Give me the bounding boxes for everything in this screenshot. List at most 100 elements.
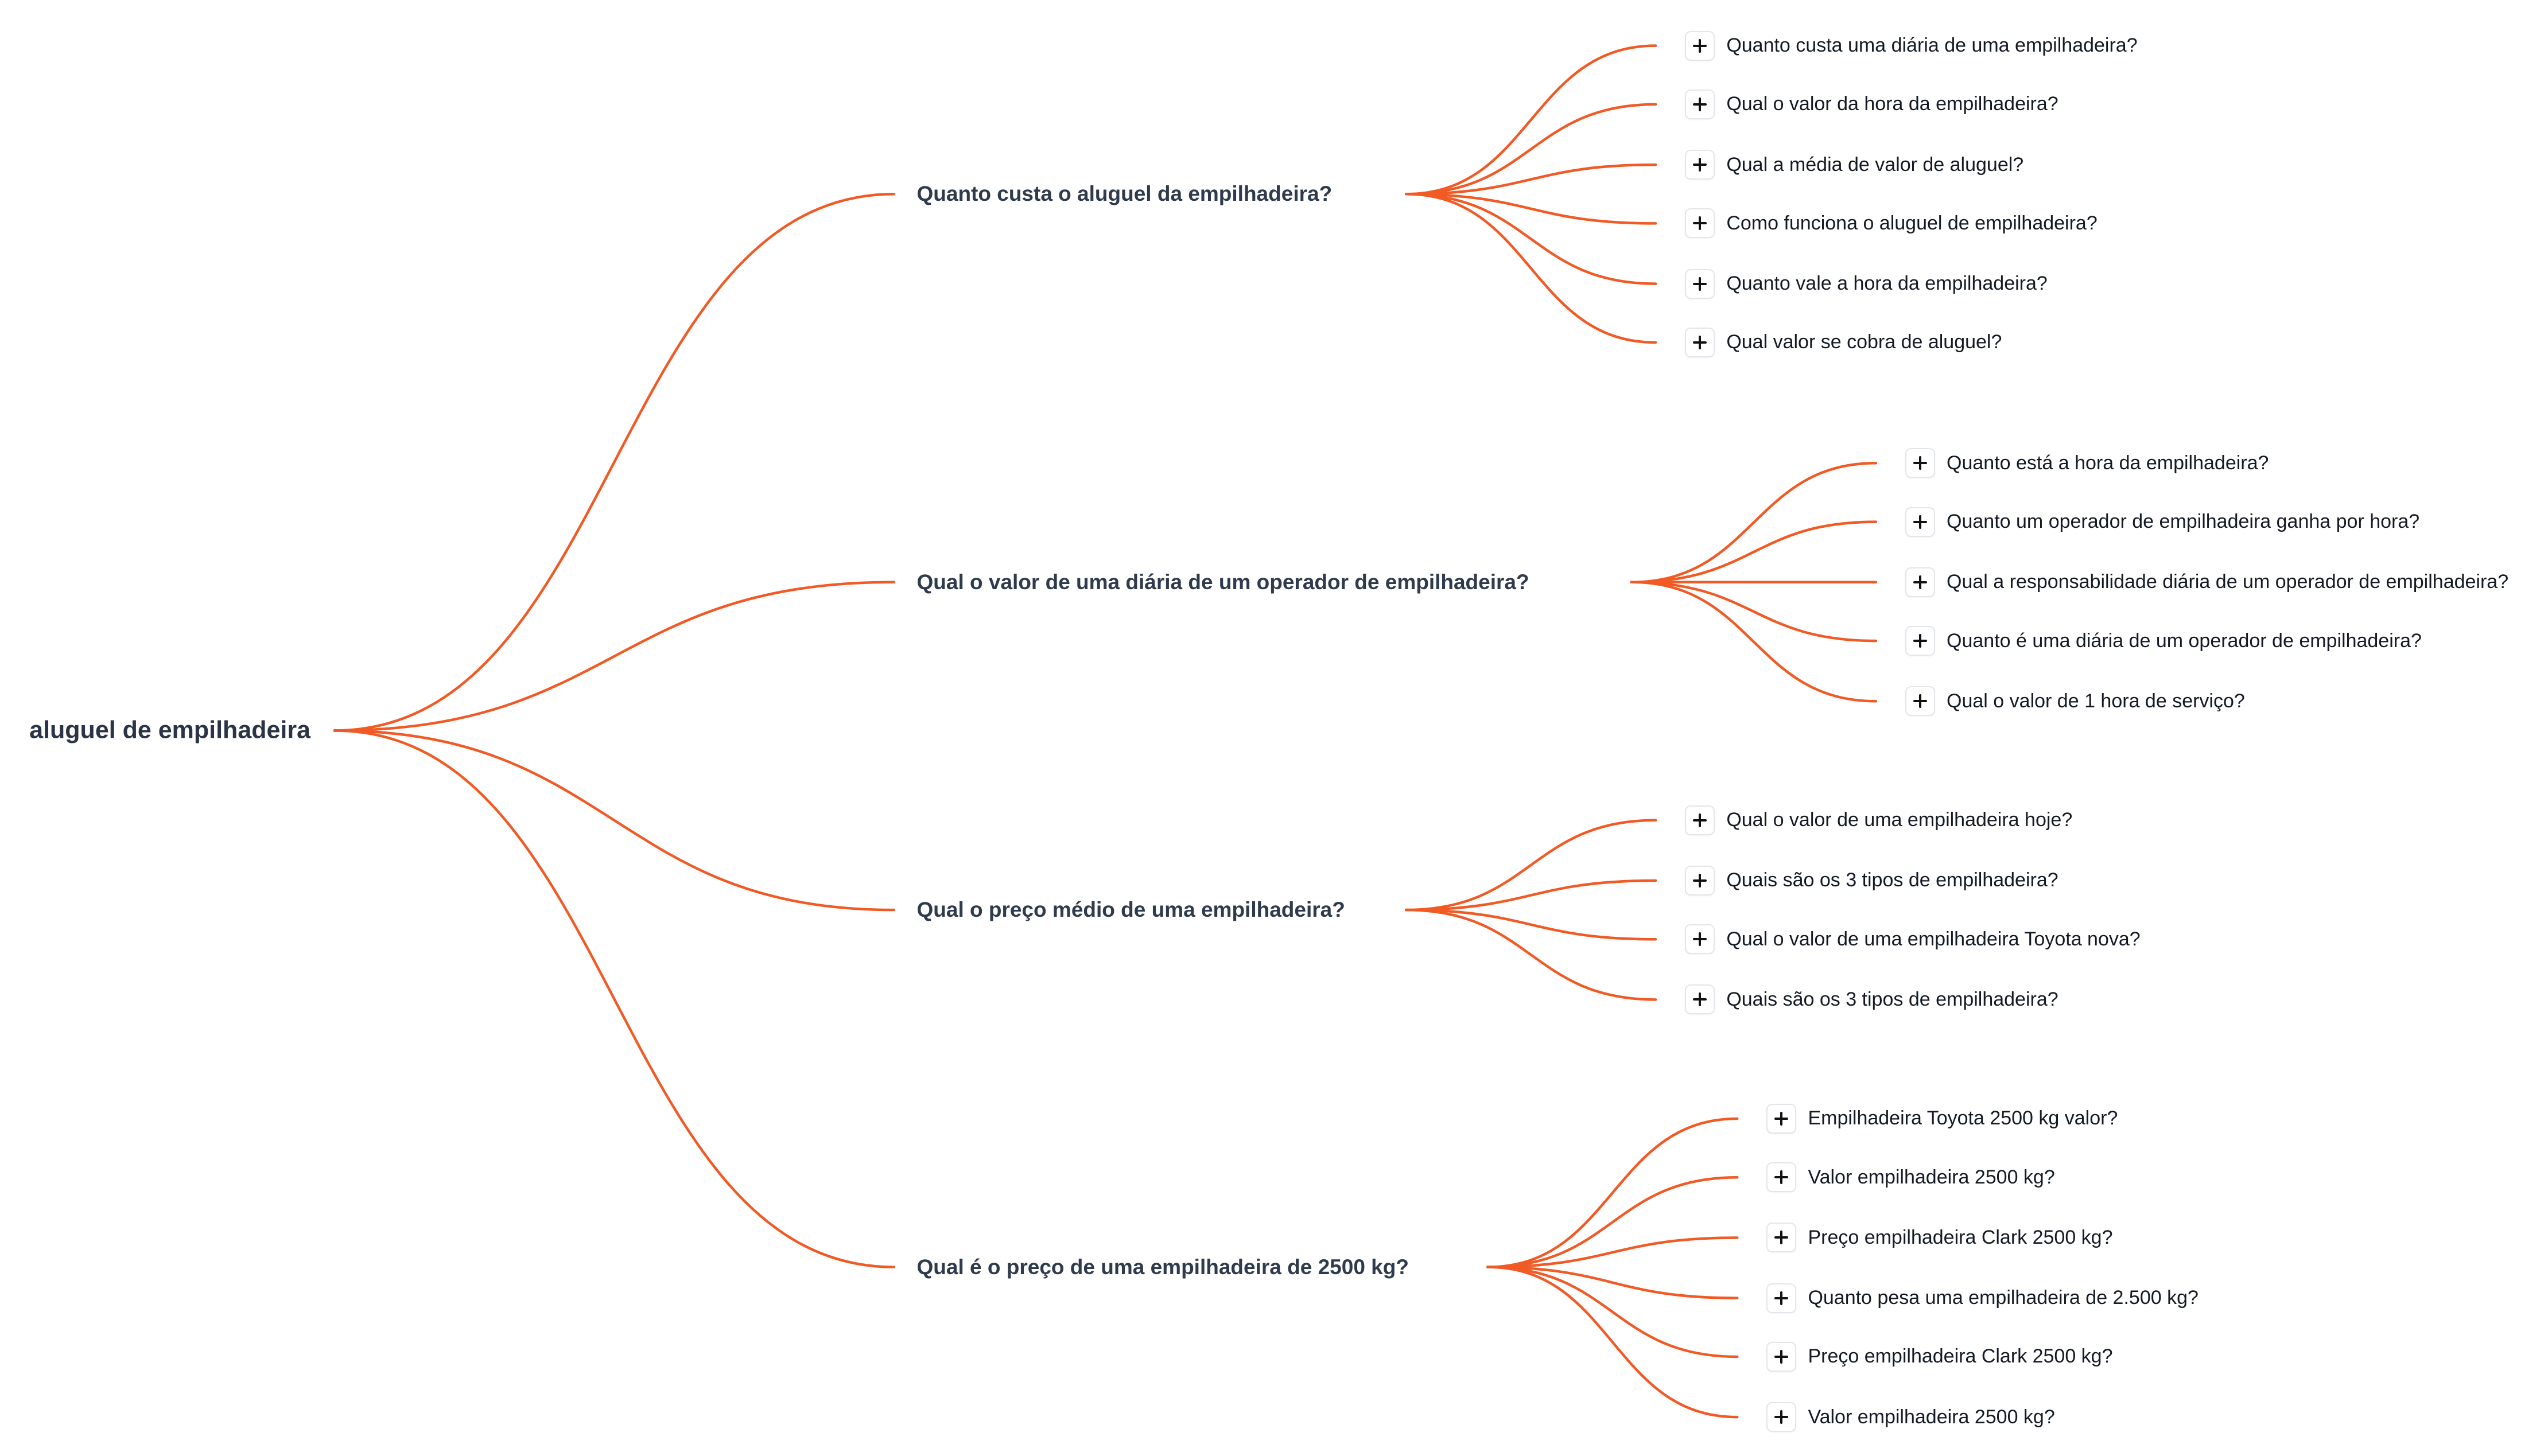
expand-button[interactable]	[1766, 1103, 1797, 1134]
expand-button[interactable]	[1685, 327, 1715, 357]
leaf-node[interactable]: Quanto está a hora da empilhadeira?	[1905, 447, 2269, 479]
expand-button[interactable]	[1905, 448, 1936, 478]
leaf-label: Qual o valor de 1 hora de serviço?	[1947, 690, 2245, 712]
root-branch-link	[333, 193, 895, 732]
expand-button[interactable]	[1685, 984, 1715, 1015]
expand-button[interactable]	[1766, 1223, 1797, 1253]
leaf-node[interactable]: Empilhadeira Toyota 2500 kg valor?	[1766, 1103, 2118, 1135]
expand-button[interactable]	[1905, 567, 1936, 597]
branch-node[interactable]: Quanto custa o aluguel da empilhadeira?	[916, 182, 1333, 206]
plus-icon	[1774, 1410, 1789, 1424]
plus-icon	[1693, 873, 1707, 887]
expand-button[interactable]	[1905, 686, 1936, 717]
branch-leaf-link	[1404, 908, 1657, 1001]
leaf-label: Quais são os 3 tipos de empilhadeira?	[1726, 869, 2058, 891]
branch-leaf-link	[1486, 1176, 1739, 1268]
leaf-node[interactable]: Quais são os 3 tipos de empilhadeira?	[1685, 983, 2058, 1015]
leaf-node[interactable]: Valor empilhadeira 2500 kg?	[1766, 1401, 2055, 1433]
expand-button[interactable]	[1905, 507, 1936, 537]
expand-button[interactable]	[1685, 208, 1715, 239]
branch-leaf-link	[1404, 879, 1657, 912]
expand-button[interactable]	[1685, 150, 1715, 180]
plus-icon	[1693, 813, 1707, 827]
branch-node[interactable]: Qual é o preço de uma empilhadeira de 25…	[916, 1255, 1409, 1279]
branch-leaf-link	[1404, 44, 1657, 196]
leaf-node[interactable]: Qual o valor de uma empilhadeira Toyota …	[1685, 923, 2141, 955]
expand-button[interactable]	[1685, 89, 1715, 119]
expand-button[interactable]	[1685, 924, 1715, 955]
leaf-label: Quanto está a hora da empilhadeira?	[1947, 451, 2269, 474]
leaf-node[interactable]: Qual valor se cobra de aluguel?	[1685, 326, 2002, 359]
branch-leaf-link	[1404, 193, 1657, 285]
branch-leaf-link	[1630, 581, 1878, 703]
leaf-label: Valor empilhadeira 2500 kg?	[1808, 1166, 2055, 1188]
plus-icon	[1693, 216, 1707, 231]
plus-icon	[1774, 1170, 1789, 1185]
branch-leaf-link	[1486, 1236, 1739, 1268]
plus-icon	[1774, 1111, 1789, 1126]
expand-button[interactable]	[1766, 1283, 1797, 1313]
leaf-label: Quanto um operador de empilhadeira ganha…	[1947, 511, 2420, 533]
branch-leaf-link	[1404, 908, 1657, 941]
branch-leaf-link	[1630, 462, 1878, 584]
branch-leaf-link	[1404, 193, 1657, 344]
plus-icon	[1774, 1349, 1789, 1364]
expand-button[interactable]	[1685, 805, 1715, 835]
leaf-node[interactable]: Quanto custa uma diária de uma empilhade…	[1685, 30, 2138, 62]
root-node[interactable]: aluguel de empilhadeira	[29, 716, 311, 744]
plus-icon	[1913, 694, 1928, 708]
branch-leaf-link	[1630, 581, 1878, 643]
branch-leaf-link	[1404, 819, 1657, 912]
leaf-label: Quanto é uma diária de um operador de em…	[1947, 629, 2422, 652]
leaf-node[interactable]: Quanto pesa uma empilhadeira de 2.500 kg…	[1766, 1282, 2199, 1314]
leaf-node[interactable]: Quanto é uma diária de um operador de em…	[1905, 625, 2422, 657]
expand-button[interactable]	[1905, 626, 1936, 656]
leaf-node[interactable]: Preço empilhadeira Clark 2500 kg?	[1766, 1221, 2113, 1253]
branch-leaf-link	[1486, 1266, 1739, 1299]
branch-node[interactable]: Qual o valor de uma diária de um operado…	[916, 570, 1529, 594]
plus-icon	[1774, 1231, 1789, 1245]
leaf-node[interactable]: Qual a responsabilidade diária de um ope…	[1905, 566, 2508, 598]
leaf-node[interactable]: Qual o valor da hora da empilhadeira?	[1685, 88, 2058, 120]
leaf-label: Valor empilhadeira 2500 kg?	[1808, 1406, 2055, 1428]
leaf-node[interactable]: Qual a média de valor de aluguel?	[1685, 149, 2023, 181]
plus-icon	[1913, 575, 1928, 589]
leaf-label: Qual a média de valor de aluguel?	[1726, 153, 2024, 176]
leaf-label: Quanto pesa uma empilhadeira de 2.500 kg…	[1808, 1287, 2199, 1309]
expand-button[interactable]	[1766, 1162, 1797, 1193]
branch-leaf-link	[1404, 193, 1657, 225]
leaf-node[interactable]: Quanto vale a hora da empilhadeira?	[1685, 268, 2048, 300]
branch-leaf-link	[1486, 1117, 1739, 1268]
plus-icon	[1913, 456, 1928, 470]
branch-leaf-link	[1404, 163, 1657, 196]
root-branch-link	[333, 729, 895, 1268]
leaf-label: Qual o valor de uma empilhadeira hoje?	[1726, 809, 2073, 831]
leaf-node[interactable]: Valor empilhadeira 2500 kg?	[1766, 1161, 2055, 1193]
plus-icon	[1693, 38, 1707, 53]
leaf-node[interactable]: Qual o valor de uma empilhadeira hoje?	[1685, 804, 2072, 836]
root-branch-link	[333, 729, 895, 912]
plus-icon	[1693, 277, 1707, 291]
leaf-label: Preço empilhadeira Clark 2500 kg?	[1808, 1345, 2113, 1368]
branch-leaf-link	[1404, 103, 1657, 196]
leaf-node[interactable]: Quanto um operador de empilhadeira ganha…	[1905, 506, 2419, 538]
leaf-node[interactable]: Preço empilhadeira Clark 2500 kg?	[1766, 1341, 2113, 1373]
leaf-label: Quanto custa uma diária de uma empilhade…	[1726, 34, 2138, 57]
branch-leaf-link	[1486, 1266, 1739, 1358]
leaf-label: Quais são os 3 tipos de empilhadeira?	[1726, 988, 2058, 1010]
leaf-node[interactable]: Qual o valor de 1 hora de serviço?	[1905, 685, 2245, 717]
leaf-label: Empilhadeira Toyota 2500 kg valor?	[1808, 1107, 2118, 1130]
leaf-node[interactable]: Quais são os 3 tipos de empilhadeira?	[1685, 865, 2058, 897]
leaf-label: Quanto vale a hora da empilhadeira?	[1726, 272, 2048, 295]
leaf-node[interactable]: Como funciona o aluguel de empilhadeira?	[1685, 207, 2098, 239]
expand-button[interactable]	[1685, 268, 1715, 299]
plus-icon	[1693, 97, 1707, 111]
expand-button[interactable]	[1685, 30, 1715, 61]
expand-button[interactable]	[1766, 1402, 1797, 1432]
expand-button[interactable]	[1766, 1341, 1797, 1372]
branch-node[interactable]: Qual o preço médio de uma empilhadeira?	[916, 898, 1345, 922]
branch-leaf-link	[1630, 520, 1878, 584]
plus-icon	[1774, 1291, 1789, 1305]
expand-button[interactable]	[1685, 865, 1715, 896]
